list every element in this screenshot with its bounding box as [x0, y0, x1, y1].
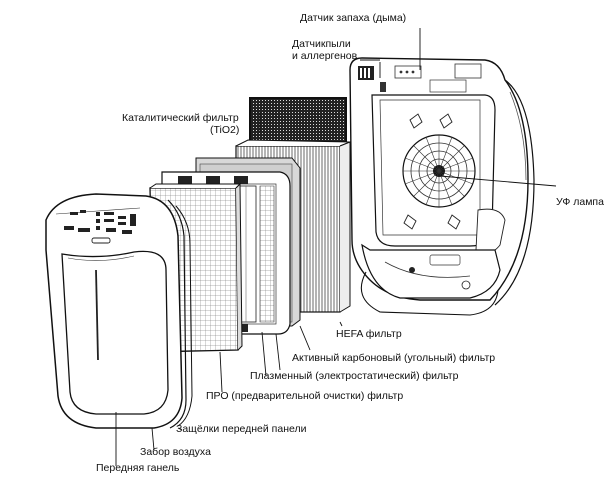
catalytic-filter	[249, 97, 347, 143]
control-panel	[55, 207, 141, 244]
label-dust-sensor-line1: Датчикпыли	[292, 38, 351, 50]
label-air-intake: Забор воздуха	[140, 446, 211, 458]
label-catalytic-filter-line1: Каталитический фильтр	[122, 112, 239, 124]
label-carbon-filter: Активный карбоновый (угольный) фильтр	[292, 352, 496, 364]
label-front-panel: Передняя ганель	[96, 462, 180, 474]
label-smell-sensor: Датчик запаха (дыма)	[300, 12, 407, 24]
label-catalytic-filter-line2: (TiO2)	[210, 124, 240, 136]
front-panel	[45, 193, 193, 429]
label-plasma-filter: Плазменный (электростатический) фильтр	[250, 370, 459, 382]
label-dust-sensor-line2: и аллергенов	[292, 50, 358, 62]
leader-lines	[115, 28, 557, 466]
label-hepa-filter: HEFA фильтр	[336, 328, 402, 340]
label-panel-latches: Защёлки передней панели	[176, 423, 307, 435]
housing	[349, 57, 535, 316]
label-uv-lamp: УФ лампа	[556, 196, 604, 208]
label-pre-filter: ПРО (предварительной очистки) фильтр	[206, 390, 404, 402]
uv-lamp-fan-grille	[402, 134, 476, 208]
